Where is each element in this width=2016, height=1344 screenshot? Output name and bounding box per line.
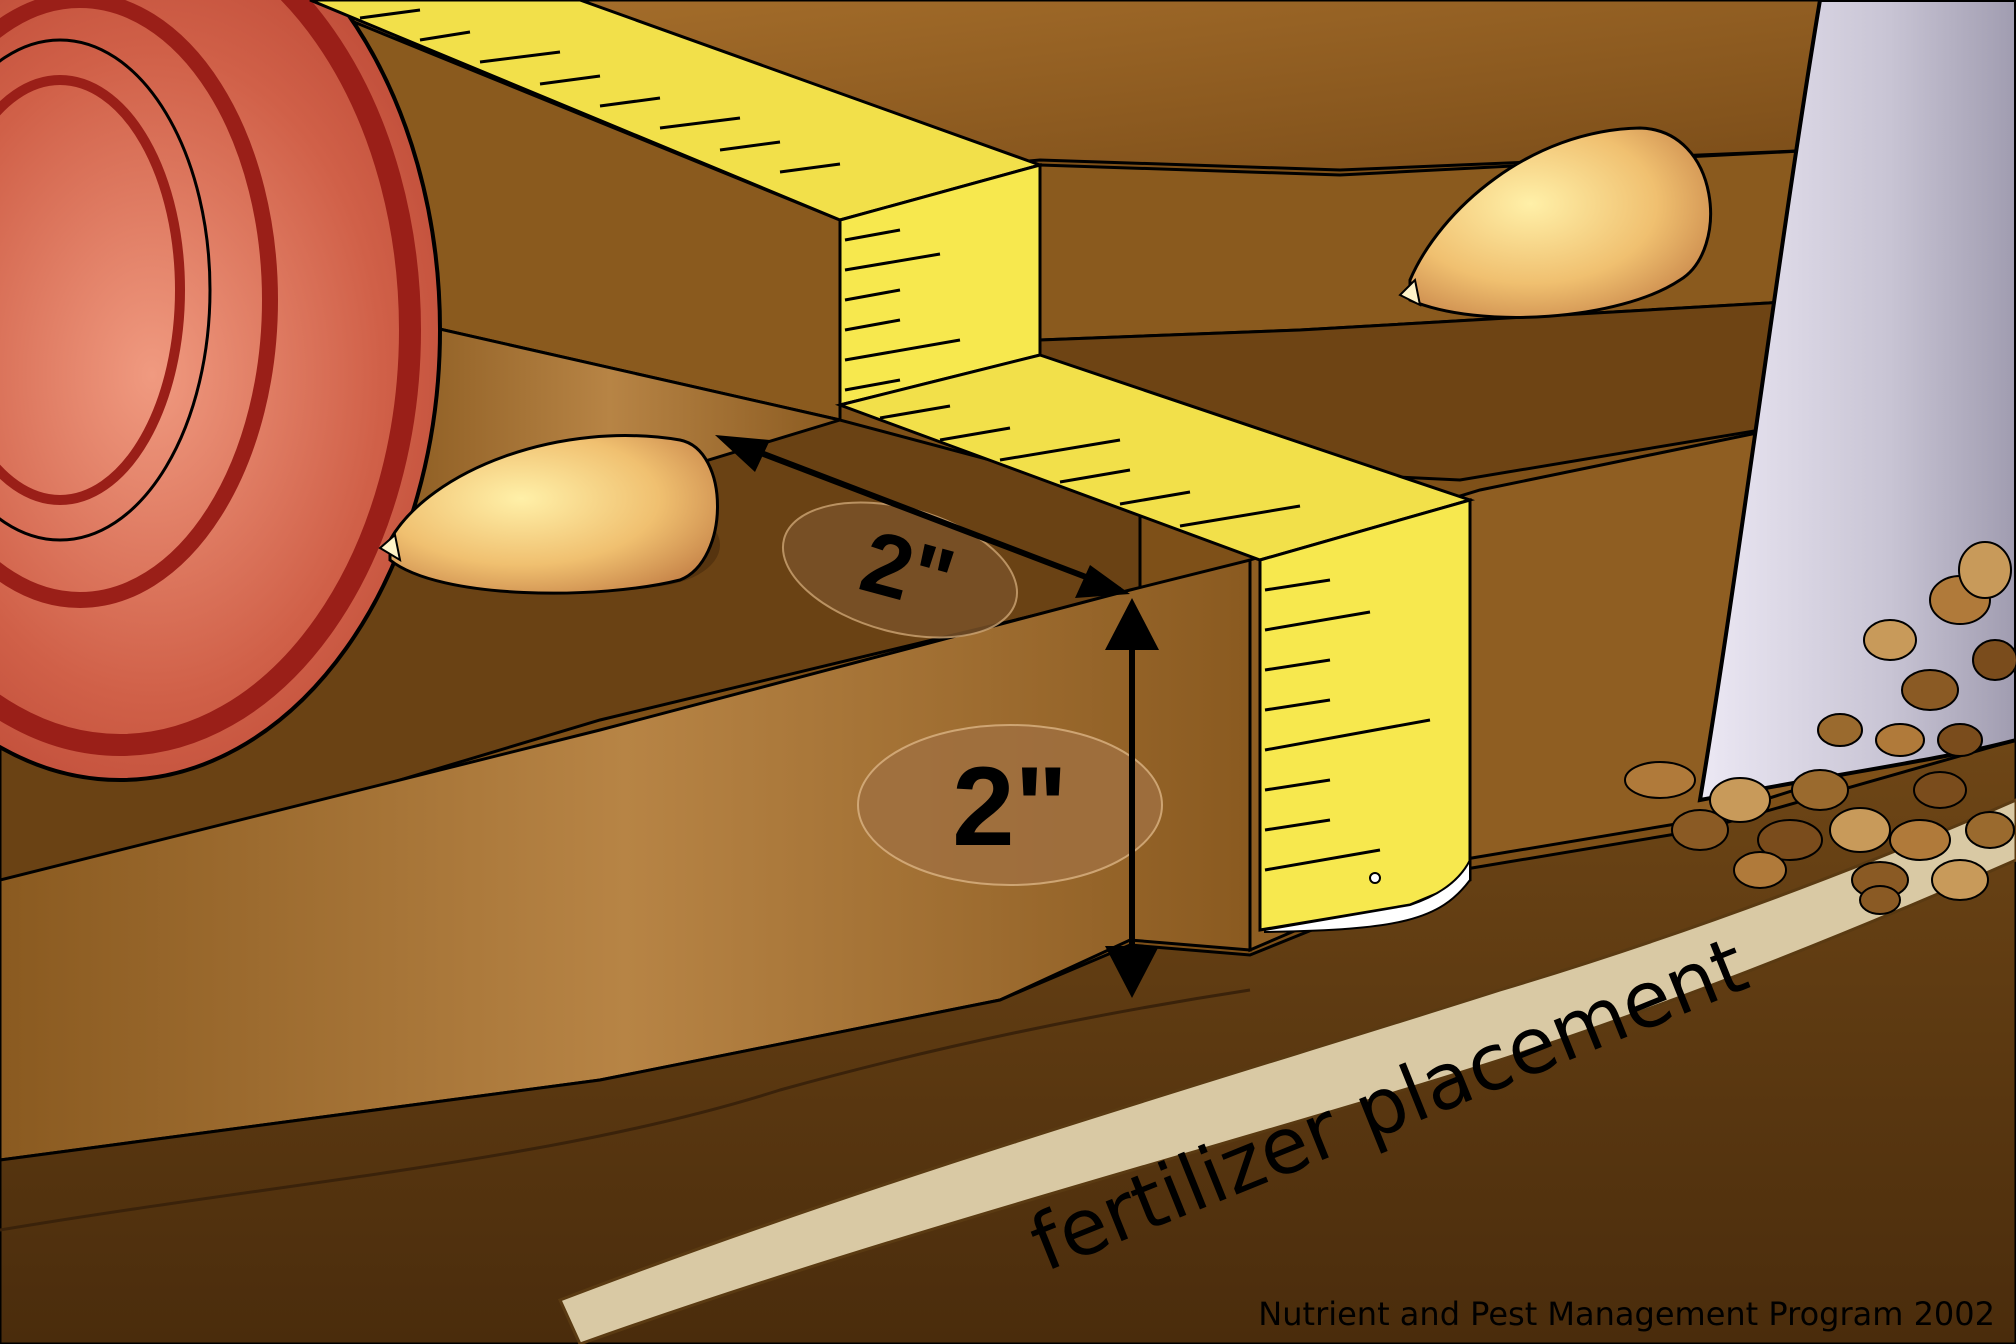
credit-line: Nutrient and Pest Management Program 200… — [1258, 1295, 1995, 1333]
vertical-dimension-label: 2" — [952, 744, 1067, 869]
